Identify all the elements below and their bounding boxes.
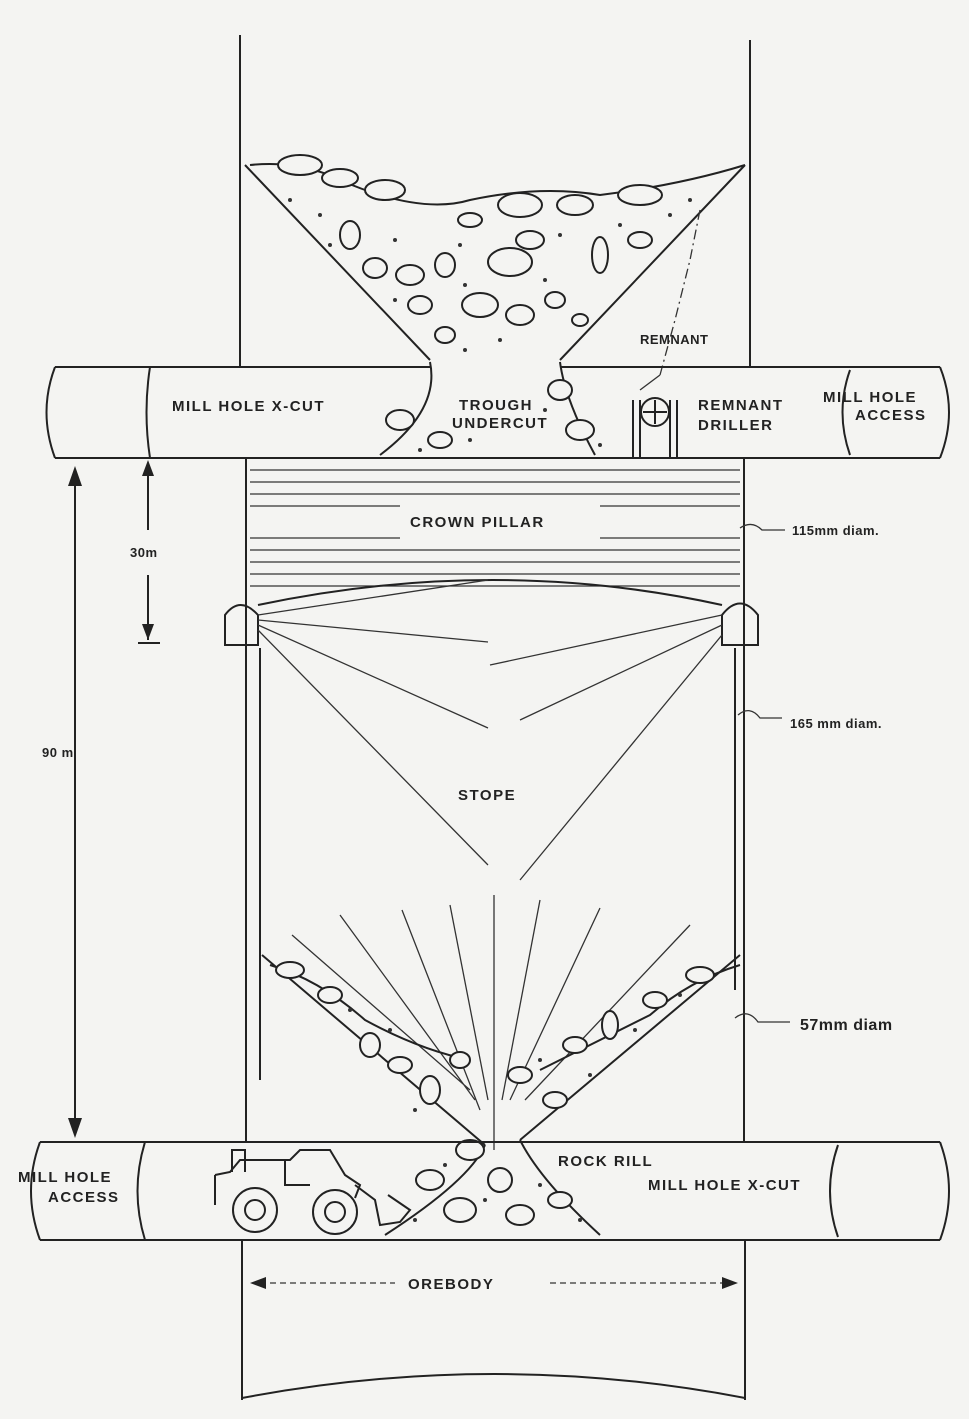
label-diam-57: 57mm diam [800,1017,893,1034]
label-crown-pillar: CROWN PILLAR [410,514,545,531]
label-diam-115: 115mm diam. [792,523,879,538]
label-rock-rill: ROCK RILL [558,1153,653,1170]
label-remnant: REMNANT [640,332,709,347]
upper-trough-muck [244,154,746,456]
upper-fines [288,198,692,452]
lower-fans [291,895,691,1150]
label-mill-hole-access-bottom-1: MILL HOLE [18,1169,112,1186]
label-mill-hole-access-top-2: ACCESS [855,407,927,424]
drill-drive-right [721,602,759,646]
dimension-orebody [250,1277,738,1289]
crown-pillar-hatch [250,469,740,587]
lower-rocks [275,961,715,1226]
label-undercut: UNDERCUT [452,415,548,432]
drill-drive-left [224,604,259,646]
label-orebody: OREBODY [408,1276,494,1293]
upper-rocks [277,154,663,449]
label-diam-165: 165 mm diam. [790,716,882,731]
label-dim-90m: 90 m [42,745,74,760]
label-mill-hole-xcut-top: MILL HOLE X-CUT [172,398,325,415]
label-stope: STOPE [458,787,516,804]
dimension-90m [68,466,82,1138]
label-mill-hole-xcut-bottom: MILL HOLE X-CUT [648,1177,801,1194]
label-dim-30m: 30m [130,545,158,560]
top-drive [45,366,950,459]
remnant-driller-rig [632,397,678,458]
label-mill-hole-access-bottom-2: ACCESS [48,1189,120,1206]
label-mill-hole-access-top-1: MILL HOLE [823,389,917,406]
lower-fines [348,993,682,1222]
orebody-walls [239,35,751,1400]
bottom-drive [30,1141,950,1241]
label-trough: TROUGH [459,397,533,414]
stope-fans [257,579,736,1080]
label-remnant-driller-1: REMNANT [698,397,784,414]
loader-vehicle [214,1149,412,1235]
lower-trough-muck [261,954,741,1236]
dimension-30m [138,460,160,644]
label-remnant-driller-2: DRILLER [698,417,774,434]
